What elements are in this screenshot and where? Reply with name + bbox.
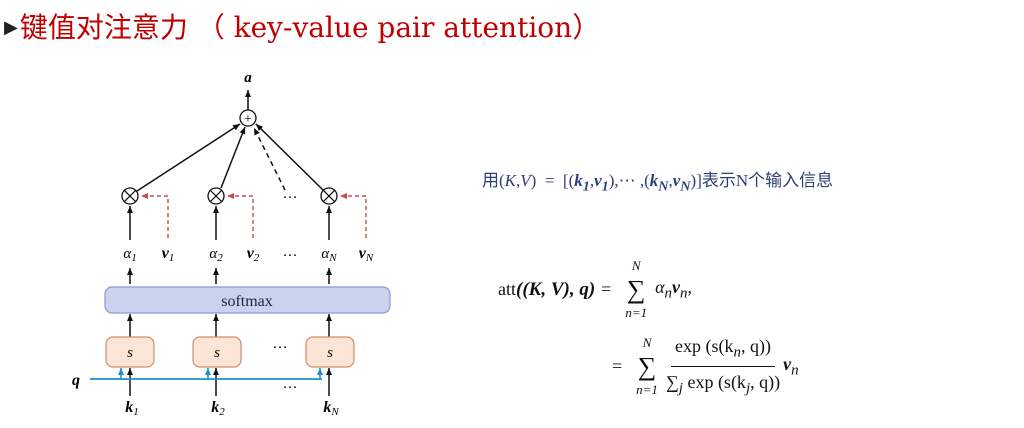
score-label: s: [214, 345, 220, 361]
value-dashed-arrow: [227, 193, 254, 238]
formula-eq-1: =: [601, 279, 612, 300]
formula-args: ((K, V), q): [516, 278, 596, 300]
value-label: v2: [247, 245, 260, 264]
def-vN: v: [672, 171, 681, 190]
sum-2: N ∑ n=1: [636, 335, 658, 399]
formula-line-1-rhs: αnvn,: [655, 277, 692, 303]
den-tail: , q)): [750, 371, 781, 392]
def-mid: ) = [(: [530, 171, 575, 190]
def-ellipsis: ),⋯ ,(: [608, 171, 650, 190]
fraction-denominator: ∑j exp (s(kj, q)): [666, 367, 780, 399]
ellipsis-labels: …: [283, 244, 298, 260]
ellipsis-top: …: [283, 186, 298, 202]
edge-n-to-sum: [255, 123, 324, 191]
key-label: k2: [211, 399, 225, 418]
ellipsis-keys: …: [283, 376, 298, 392]
multiply-symbol: [209, 189, 223, 203]
sum-1-bottom: n=1: [625, 305, 648, 321]
value-dashed-arrow: [141, 193, 169, 238]
alpha-label: αN: [321, 246, 337, 264]
term2-v-sub: n: [791, 362, 799, 379]
formula-line-2: = N ∑ n=1 exp (s(kn, q)) ∑j exp (s(kj, q…: [606, 334, 799, 399]
sum-2-sigma: ∑: [637, 351, 657, 381]
key-label: k1: [125, 399, 139, 418]
softmax-label: softmax: [221, 293, 273, 310]
sum-symbol: +: [244, 112, 252, 127]
term1-alpha-sub: n: [664, 285, 673, 302]
edge-1-to-sum: [136, 123, 241, 192]
numerator-text: exp (s(k: [675, 336, 734, 356]
multiply-symbol: [123, 189, 137, 203]
def-comma2: ,: [589, 171, 595, 190]
formula-att: att: [498, 278, 516, 299]
def-prefix: 用(: [482, 171, 505, 190]
term1-tail: ,: [687, 277, 693, 298]
ellipsis-score: …: [273, 336, 288, 352]
def-vN-sub: N: [680, 178, 691, 195]
sum-1-top: N: [631, 258, 641, 273]
numerator-sub: n: [733, 344, 742, 361]
term1-v-sub: n: [680, 285, 688, 302]
numerator-tail: , q)): [741, 336, 772, 356]
den-ksub: j: [745, 380, 751, 397]
value-label: v1: [162, 245, 175, 264]
softmax-box: [104, 286, 391, 314]
term1-v: v: [672, 277, 681, 298]
edge-2-to-sum: [220, 126, 246, 189]
value-label: vN: [359, 245, 374, 264]
def-V: V: [520, 171, 531, 190]
def-v1: v: [594, 171, 602, 190]
fraction-numerator: exp (s(kn, q)): [671, 334, 776, 367]
den-sub: j: [678, 380, 683, 397]
def-kN: k: [649, 171, 659, 190]
sum-1-sigma: ∑: [626, 275, 646, 305]
score-label: s: [127, 345, 133, 361]
def-suffix: )]表示N个输入信息: [690, 171, 834, 190]
term2-v: v: [783, 353, 792, 374]
def-K: K: [504, 171, 517, 190]
alpha-label: α2: [209, 246, 223, 264]
query-label: q: [72, 372, 80, 389]
formula-line-1: att((K, V), q) = N ∑ n=1 αnvn,: [498, 258, 692, 322]
def-kN-sub: N: [658, 178, 669, 195]
den-sigma: ∑: [665, 371, 679, 392]
score-box: [192, 336, 242, 368]
key-label: kN: [323, 399, 339, 418]
softmax-fraction: exp (s(kn, q)) ∑j exp (s(kj, q)): [666, 334, 780, 399]
def-comma: ,: [516, 171, 521, 190]
input-definition: 用(K,V) = [(k1,v1),⋯ ,(kN,vN)]表示N个输入信息: [482, 166, 833, 195]
formula-line-1-lhs: att((K, V), q): [498, 279, 595, 301]
multiply-symbol: [322, 189, 336, 203]
def-k1-sub: 1: [582, 178, 590, 195]
slide-title: ▶键值对注意力 （ key-value pair attention）: [4, 6, 600, 46]
sum-2-bottom: n=1: [636, 381, 658, 397]
slide-title-text: 键值对注意力 （ key-value pair attention）: [19, 11, 601, 44]
triangle-right-icon: ▶: [4, 17, 18, 38]
def-comma3: ,: [668, 171, 673, 190]
def-v1-sub: 1: [601, 178, 609, 195]
alpha-label: α1: [123, 246, 136, 264]
score-box: [305, 336, 355, 368]
sum-node: [239, 109, 257, 127]
score-label: s: [327, 345, 333, 361]
sum-2-top: N: [642, 334, 652, 350]
term1-alpha: α: [655, 277, 665, 298]
sum-1: N ∑ n=1: [625, 258, 647, 322]
term2-v-wrap: vn: [783, 354, 799, 380]
edge-dots-to-sum: [253, 127, 286, 191]
score-box: [105, 336, 155, 368]
def-k1: k: [574, 171, 583, 190]
value-dashed-arrow: [340, 193, 367, 238]
den-text: exp (s(k: [682, 371, 746, 392]
output-label: a: [244, 70, 252, 86]
formula-eq-2: =: [612, 355, 623, 376]
